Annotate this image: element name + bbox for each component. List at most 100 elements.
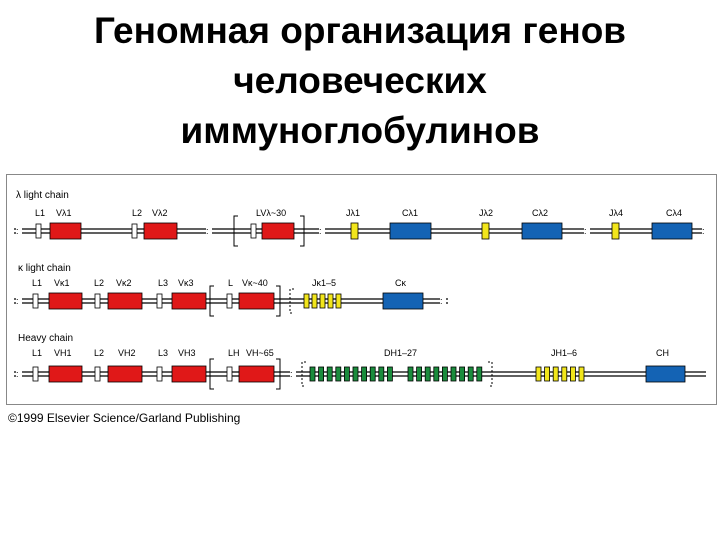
heavy-leader-65 [226, 366, 233, 382]
heavy-d-segment-1 [309, 366, 316, 382]
kappa-bracket-open [209, 285, 214, 317]
heavy-bracket-close [276, 358, 281, 390]
kappa-j-segment-2 [311, 293, 318, 309]
kappa-leader-40 [226, 293, 233, 309]
heavy-label-L2: L2 [94, 348, 104, 358]
lambda-c-segment-1 [389, 222, 432, 240]
heavy-label-V65: VH~65 [246, 348, 274, 358]
kappa-j-segment-4 [327, 293, 334, 309]
heavy-label-L1: L1 [32, 348, 42, 358]
heavy-label-V1: VH1 [54, 348, 72, 358]
heavy-label-J16: JH1–6 [551, 348, 577, 358]
lambda-label-V2: Vλ2 [152, 208, 168, 218]
kappa-c-segment [382, 292, 424, 310]
heavy-d-segment-9 [378, 366, 385, 382]
heavy-label-V2: VH2 [118, 348, 136, 358]
heavy-d-segment-18 [467, 366, 474, 382]
heavy-d-segment-4 [335, 366, 342, 382]
heavy-d-segment-14 [433, 366, 440, 382]
heavy-chain-title: Heavy chain [18, 333, 73, 344]
lambda-label-L1: L1 [35, 208, 45, 218]
lambda-label-J2: Jλ2 [479, 208, 493, 218]
kappa-leader-3 [156, 293, 163, 309]
heavy-d-segment-3 [326, 366, 333, 382]
kappa-label-V40: Vκ~40 [242, 278, 268, 288]
copyright-text: ©1999 Elsevier Science/Garland Publishin… [8, 411, 241, 425]
heavy-d-dash-bracket-open [301, 361, 306, 387]
heavy-d-segment-15 [441, 366, 448, 382]
kappa-bracket-close [276, 285, 281, 317]
lambda-gap-4 [584, 226, 590, 236]
lambda-label-V1: Vλ1 [56, 208, 72, 218]
lambda-leader-1 [35, 223, 42, 239]
kappa-gap-start [16, 296, 22, 306]
kappa-label-V1: Vκ1 [54, 278, 70, 288]
heavy-d-segment-12 [416, 366, 423, 382]
lambda-label-C1: Cλ1 [402, 208, 418, 218]
kappa-leader-1 [32, 293, 39, 309]
kappa-label-L: L [228, 278, 233, 288]
kappa-j-dash-bracket [289, 288, 294, 314]
gene-organization-diagram: λ light chain κ light chain Heavy chain … [6, 174, 717, 405]
lambda-gap-2-dots: : [206, 226, 209, 236]
lambda-j-segment-4 [611, 222, 620, 240]
slide-title: Геномная организация генов человеческих … [0, 6, 720, 156]
lambda-leader-2 [131, 223, 138, 239]
diagram-frame [6, 174, 717, 405]
kappa-label-V3: Vκ3 [178, 278, 194, 288]
kappa-chain-title: κ light chain [18, 263, 71, 274]
heavy-d-segment-6 [352, 366, 359, 382]
heavy-j-segment-5 [570, 366, 576, 382]
heavy-gap-start [16, 369, 22, 379]
kappa-v-segment-1 [48, 292, 83, 310]
lambda-gap-end [702, 226, 708, 236]
heavy-bracket-open [209, 358, 214, 390]
heavy-leader-1 [32, 366, 39, 382]
heavy-d-segment-5 [343, 366, 350, 382]
lambda-v-segment-1 [49, 222, 82, 240]
lambda-label-J1: Jλ1 [346, 208, 360, 218]
lambda-c-segment-4 [651, 222, 693, 240]
heavy-c-segment [645, 365, 686, 383]
lambda-label-J4: Jλ4 [609, 208, 623, 218]
heavy-label-C: CH [656, 348, 669, 358]
heavy-j-segment-2 [544, 366, 550, 382]
kappa-gap-end [440, 296, 446, 306]
kappa-v-segment-3 [171, 292, 207, 310]
title-line-3: иммуноглобулинов [180, 110, 540, 151]
kappa-label-V2: Vκ2 [116, 278, 132, 288]
kappa-gap-end-dots: : [440, 296, 443, 306]
title-line-2: человеческих [233, 60, 487, 101]
heavy-j-segment-1 [535, 366, 542, 382]
kappa-j-segment-1 [303, 293, 310, 309]
kappa-leader-2 [94, 293, 101, 309]
heavy-label-V3: VH3 [178, 348, 196, 358]
heavy-d-segment-11 [407, 366, 414, 382]
heavy-gap-2-dots: : [290, 369, 293, 379]
lambda-j-segment-1 [350, 222, 359, 240]
kappa-j-segment-3 [319, 293, 326, 309]
lambda-gap-end-dots: : [702, 226, 705, 236]
lambda-bracket-open [233, 215, 238, 247]
lambda-gap-start [16, 226, 22, 236]
kappa-label-C: Cκ [395, 278, 406, 288]
heavy-label-LH: LH [228, 348, 240, 358]
lambda-gap-3-dots: : [319, 226, 322, 236]
heavy-j-segment-6 [578, 366, 585, 382]
lambda-gap-start-dots: : [16, 226, 19, 236]
heavy-d-segment-7 [361, 366, 368, 382]
kappa-label-J15: Jκ1–5 [312, 278, 336, 288]
heavy-gap-2 [290, 369, 296, 379]
heavy-v-segment-65 [238, 365, 275, 383]
kappa-v-segment-2 [107, 292, 143, 310]
heavy-d-dash-bracket-close [488, 361, 493, 387]
kappa-gap-start-dots: : [16, 296, 19, 306]
lambda-gap-3 [319, 226, 325, 236]
heavy-gap-start-dots: : [16, 369, 19, 379]
lambda-j-segment-2 [481, 222, 490, 240]
lambda-label-C4: Cλ4 [666, 208, 682, 218]
diagram-svg: λ light chain κ light chain Heavy chain … [14, 190, 708, 390]
title-line-1: Геномная организация генов [93, 10, 627, 51]
heavy-leader-2 [94, 366, 101, 382]
lambda-label-L2: L2 [132, 208, 142, 218]
